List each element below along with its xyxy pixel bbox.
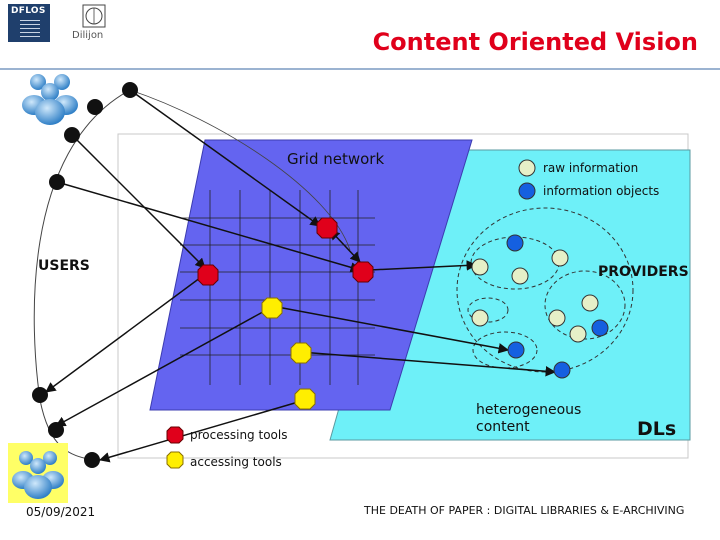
legend-information-objects-label: information objects (543, 184, 660, 198)
users-arc-inner (129, 89, 351, 251)
dls-label: DLs (637, 418, 677, 440)
users-group-icon-highlighted (8, 443, 68, 503)
grid-network-panel (149, 139, 473, 411)
processing-tools-label: processing tools (190, 428, 288, 442)
logo-dilijon-text: Dilijon (72, 30, 104, 41)
accessing-tools-label: accessing tools (190, 455, 282, 469)
provider-objects (471, 234, 609, 379)
logo-dilijon-emblem (82, 4, 106, 28)
users-group-icon (22, 74, 78, 125)
legend-processing-marker (166, 426, 184, 444)
providers-label: PROVIDERS (598, 264, 689, 280)
title-underline (0, 68, 720, 70)
grid-network-label: Grid network (287, 150, 385, 168)
logo-dflos: DFLOS (8, 4, 50, 42)
accessing-nodes (261, 297, 316, 410)
logo-dflos-lines (20, 20, 40, 38)
slide-title: Content Oriented Vision (372, 28, 698, 56)
processing-nodes (197, 217, 374, 286)
footer-caption: THE DEATH OF PAPER : DIGITAL LIBRARIES &… (364, 504, 685, 517)
logo-dflos-text: DFLOS (11, 6, 46, 16)
user-nodes (32, 82, 138, 468)
arrows (45, 89, 557, 463)
users-label: USERS (38, 258, 90, 274)
heterogeneous-content-label: heterogeneous content (476, 402, 582, 435)
legend-information-objects-marker (518, 182, 536, 200)
legend-raw-information-label: raw information (543, 161, 639, 175)
footer-date: 05/09/2021 (26, 505, 96, 519)
legend-raw-information-marker (518, 159, 536, 177)
legend-accessing-marker (166, 451, 184, 469)
